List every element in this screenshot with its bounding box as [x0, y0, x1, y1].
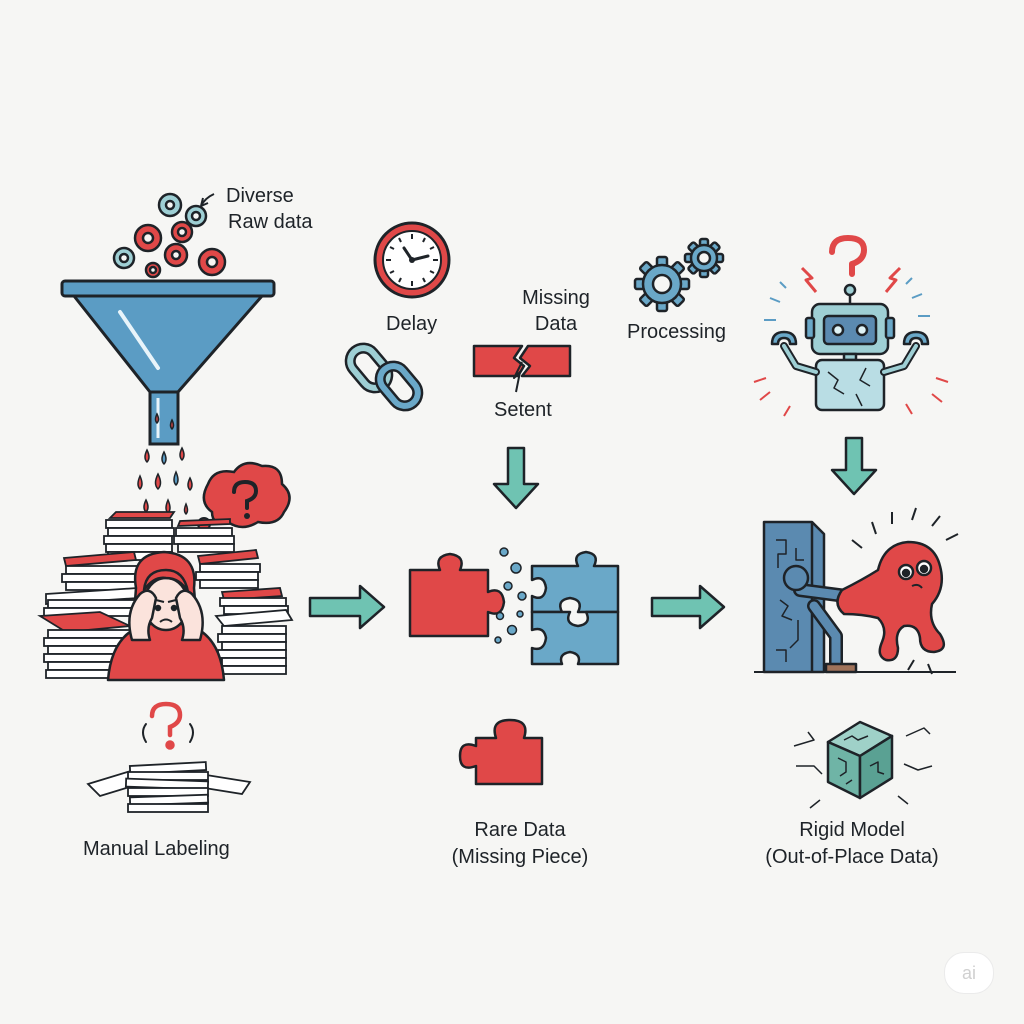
arrow-down-icon — [492, 446, 540, 510]
raw-data-circles-icon — [112, 192, 227, 279]
arrow-right-icon — [650, 584, 726, 630]
cracked-cube-icon — [793, 720, 933, 809]
paper-stack-icon — [37, 511, 294, 679]
clock-icon — [373, 221, 451, 299]
broken-block-icon — [472, 344, 572, 393]
rigid-model-label: Rigid Model — [799, 819, 905, 841]
loose-papers-icon — [86, 761, 252, 813]
puzzle-piece-icon — [458, 718, 544, 786]
wall-icon — [754, 520, 956, 674]
arrow-down-icon — [830, 436, 878, 496]
funnel-icon — [60, 279, 276, 446]
data-label: Data — [534, 313, 578, 335]
gears-icon — [633, 237, 725, 313]
pointer-arrow-icon — [200, 193, 215, 207]
processing-label: Processing — [627, 321, 726, 343]
pushing-figure-icon — [782, 564, 858, 674]
manual-labeling-label: Manual Labeling — [83, 838, 230, 860]
setent-label: Setent — [494, 399, 552, 421]
diverse-label: Diverse — [226, 185, 294, 207]
out-of-place-data-label: (Out-of-Place Data) — [765, 846, 939, 868]
raw-data-label: Raw data — [228, 211, 313, 233]
data-drops-icon — [137, 412, 193, 516]
question-mark-icon — [142, 701, 194, 750]
watermark-badge: ai — [944, 952, 994, 994]
stressed-person-icon — [106, 550, 226, 682]
missing-piece-label: (Missing Piece) — [451, 846, 589, 868]
rare-data-label: Rare Data — [474, 819, 566, 841]
delay-label: Delay — [386, 313, 438, 335]
puzzle-icon — [408, 547, 620, 666]
question-cloud-icon — [187, 461, 291, 537]
arrow-right-icon — [308, 584, 386, 630]
blob-creature-icon — [836, 507, 959, 675]
missing-label: Missing — [522, 287, 590, 309]
confused-robot-icon — [753, 235, 949, 417]
chain-link-icon — [344, 342, 424, 412]
